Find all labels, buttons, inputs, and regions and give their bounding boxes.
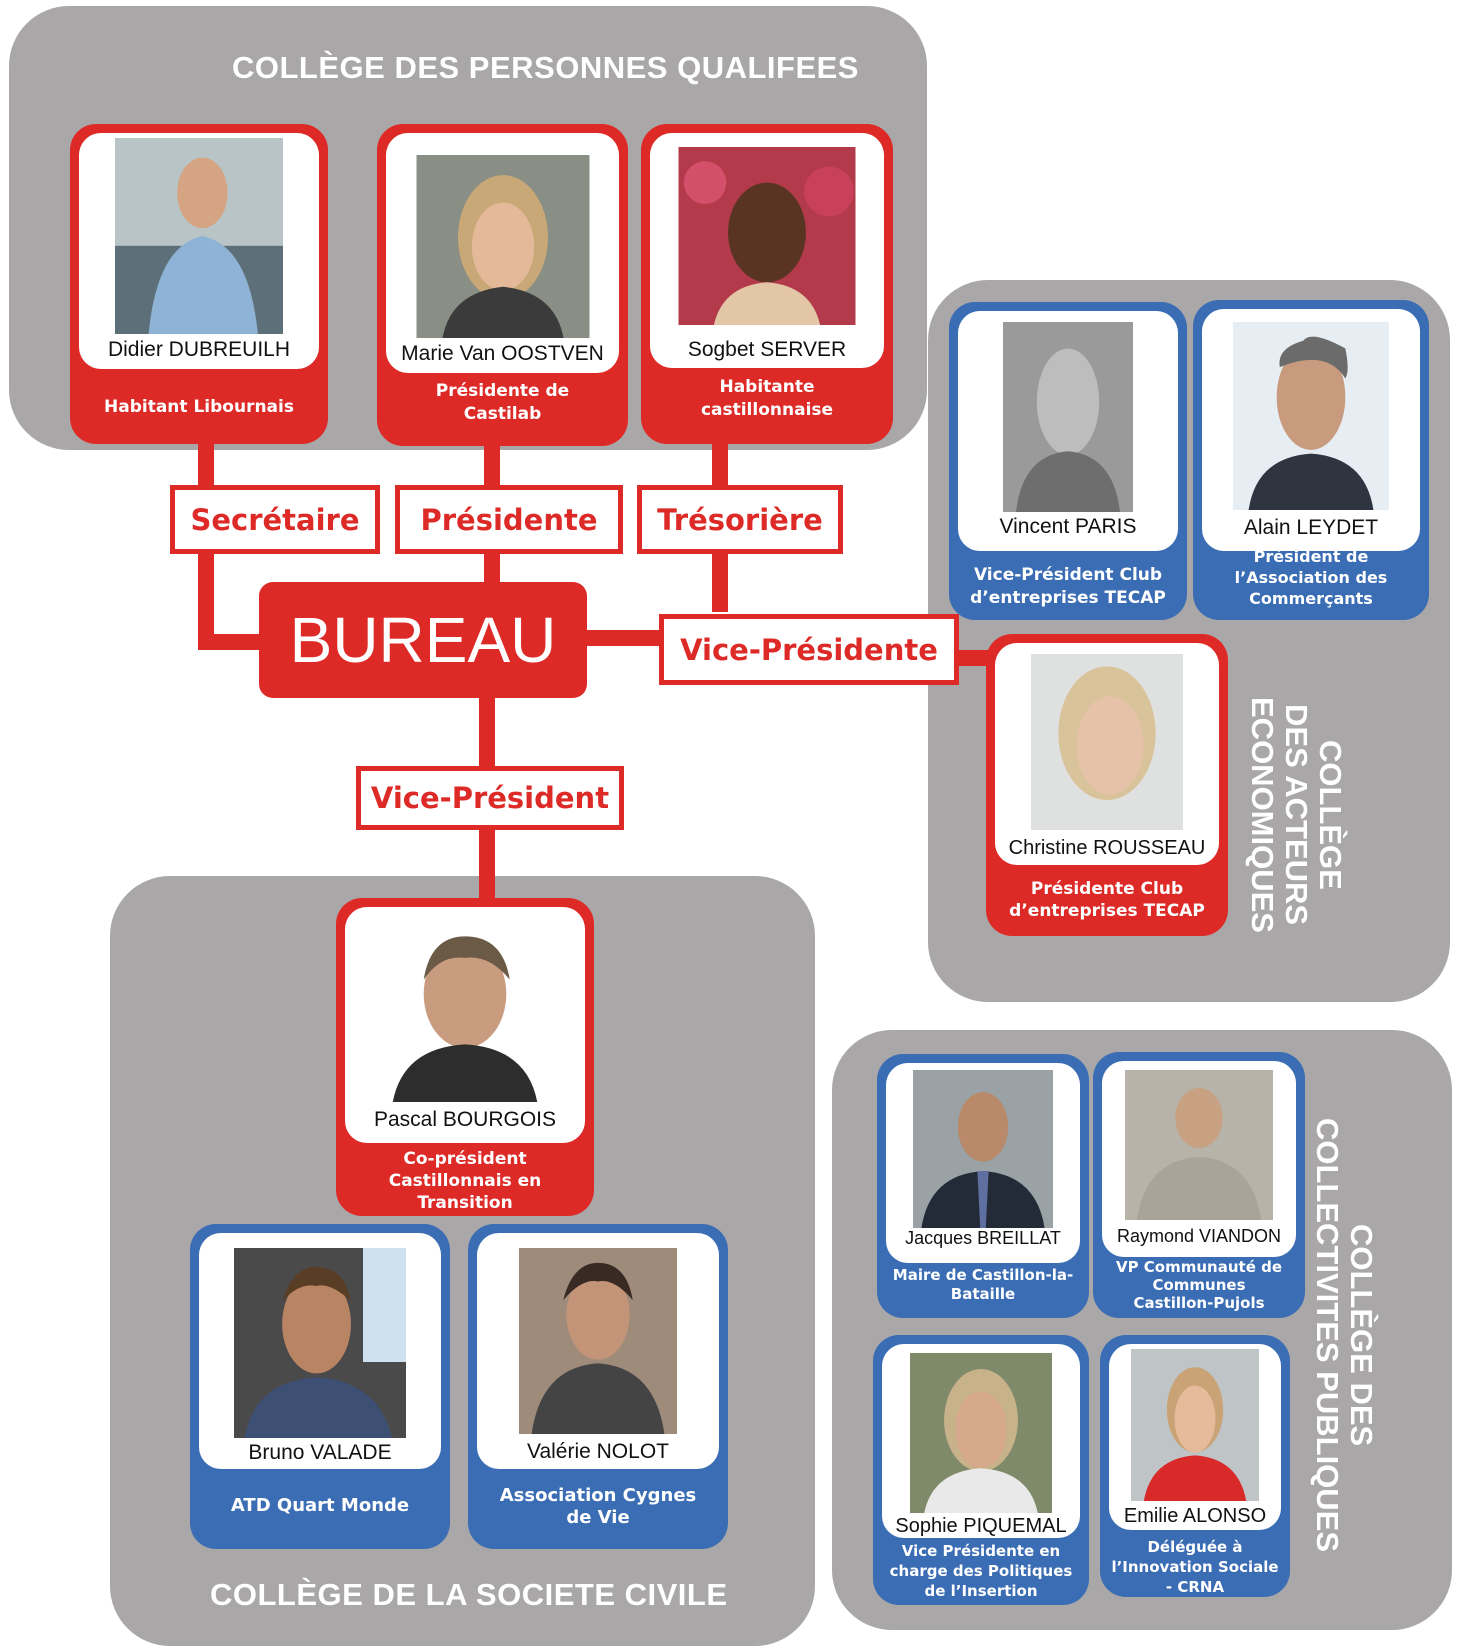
role-christine-rousseau: Présidente Club d’entreprises TECAP [1009,879,1205,921]
photo-sophie-piquemal [910,1353,1052,1513]
college-publiques-title-line2: COLLECTIVITES PUBLIQUES [1310,1117,1345,1553]
card-bruno-valade: Bruno VALADE ATD Quart Monde [190,1224,450,1549]
role-bruno-valade: ATD Quart Monde [230,1495,410,1516]
photo-didier-dubreuilh [115,138,283,334]
role-secretaire: Secrétaire [170,485,380,554]
name-christine-rousseau: Christine ROUSSEAU [1008,837,1206,859]
card-alain-leydet: Alain LEYDET Président de l’Association … [1193,300,1429,620]
role-sogbet-server: Habitante castillonnaise [700,377,834,420]
name-vincent-paris: Vincent PARIS [999,515,1137,538]
role-valerie-nolot: Association Cygnes de Vie [499,1485,697,1528]
name-sophie-piquemal: Sophie PIQUEMAL [895,1515,1067,1537]
card-sophie-piquemal: Sophie PIQUEMAL Vice Présidente en charg… [873,1335,1089,1605]
college-economiques-title: COLLÈGE DES ACTEURS ECONOMIQUES [1245,690,1348,940]
name-marie-van-oostven: Marie Van OOSTVEN [401,342,604,365]
name-sogbet-server: Sogbet SERVER [687,338,847,361]
name-pascal-bourgois: Pascal BOURGOIS [373,1108,557,1131]
photo-valerie-nolot [519,1248,677,1434]
name-emilie-alonso: Emilie ALONSO [1123,1505,1267,1527]
role-jacques-breillat: Maire de Castillon-la-Bataille [892,1266,1074,1303]
card-didier-dubreuilh: Didier DUBREUILH Habitant Libournais [70,124,328,444]
card-marie-van-oostven: Marie Van OOSTVEN Présidente de Castilab [377,124,628,446]
photo-raymond-viandon [1125,1070,1273,1220]
role-presidente: Présidente [395,485,623,554]
role-vice-presidente: Vice-Présidente [659,614,959,685]
connector-secretaire-to-bureau [198,634,278,650]
college-civile-title: COLLÈGE DE LA SOCIETE CIVILE [210,1577,728,1612]
name-didier-dubreuilh: Didier DUBREUILH [107,338,291,361]
card-pascal-bourgois: Pascal BOURGOIS Co-président Castillonna… [336,898,594,1216]
photo-alain-leydet [1233,322,1389,510]
college-economiques-title-line3: ECONOMIQUES [1245,697,1280,933]
role-tresoriere: Trésorière [637,485,843,554]
card-jacques-breillat: Jacques BREILLAT Maire de Castillon-la-B… [877,1054,1089,1318]
college-qualifiees-title: COLLÈGE DES PERSONNES QUALIFEES [232,50,859,85]
name-raymond-viandon: Raymond VIANDON [1116,1226,1282,1246]
card-vincent-paris: Vincent PARIS Vice-Président Club d’entr… [949,302,1187,620]
name-alain-leydet: Alain LEYDET [1243,516,1379,539]
card-emilie-alonso: Emilie ALONSO Déléguée à l’Innovation So… [1100,1335,1290,1597]
name-jacques-breillat: Jacques BREILLAT [905,1228,1061,1248]
college-publiques-title: COLLÈGE DES COLLECTIVITES PUBLIQUES [1310,1105,1379,1565]
photo-christine-rousseau [1031,654,1183,830]
role-sophie-piquemal: Vice Présidente en charge des Politiques… [889,1542,1073,1600]
role-alain-leydet: Président de l’Association des Commerçan… [1234,547,1388,608]
role-vice-president: Vice-Président [356,766,624,830]
role-vincent-paris: Vice-Président Club d’entreprises TECAP [970,565,1166,608]
role-pascal-bourgois: Co-président Castillonnais en Transition [388,1149,542,1213]
role-marie-van-oostven: Présidente de Castilab [435,381,570,424]
photo-vincent-paris [1003,322,1133,512]
photo-bruno-valade [234,1248,406,1438]
college-publiques-title-line1: COLLÈGE DES [1344,1223,1379,1447]
card-christine-rousseau: Christine ROUSSEAU Présidente Club d’ent… [986,634,1228,936]
connector-bureau-down-top [479,696,495,766]
photo-pascal-bourgois [379,922,551,1102]
photo-jacques-breillat [913,1070,1053,1228]
card-valerie-nolot: Valérie NOLOT Association Cygnes de Vie [468,1224,728,1549]
name-valerie-nolot: Valérie NOLOT [527,1440,669,1463]
college-economiques-title-line2: DES ACTEURS [1279,704,1314,926]
bureau-box: BUREAU [259,582,587,698]
photo-sogbet-server [678,147,856,325]
name-bruno-valade: Bruno VALADE [248,1441,392,1464]
role-didier-dubreuilh: Habitant Libournais [104,397,294,417]
connector-bureau-down-bottom [479,828,495,903]
photo-emilie-alonso [1131,1349,1259,1501]
card-sogbet-server: Sogbet SERVER Habitante castillonnaise [641,124,893,444]
role-raymond-viandon: VP Communauté de Communes Castillon-Pujo… [1115,1258,1283,1312]
card-raymond-viandon: Raymond VIANDON VP Communauté de Commune… [1093,1052,1305,1318]
photo-marie-van-oostven [416,155,589,338]
college-economiques-title-line1: COLLÈGE [1313,740,1348,890]
role-emilie-alonso: Déléguée à l’Innovation Sociale - CRNA [1111,1538,1279,1596]
